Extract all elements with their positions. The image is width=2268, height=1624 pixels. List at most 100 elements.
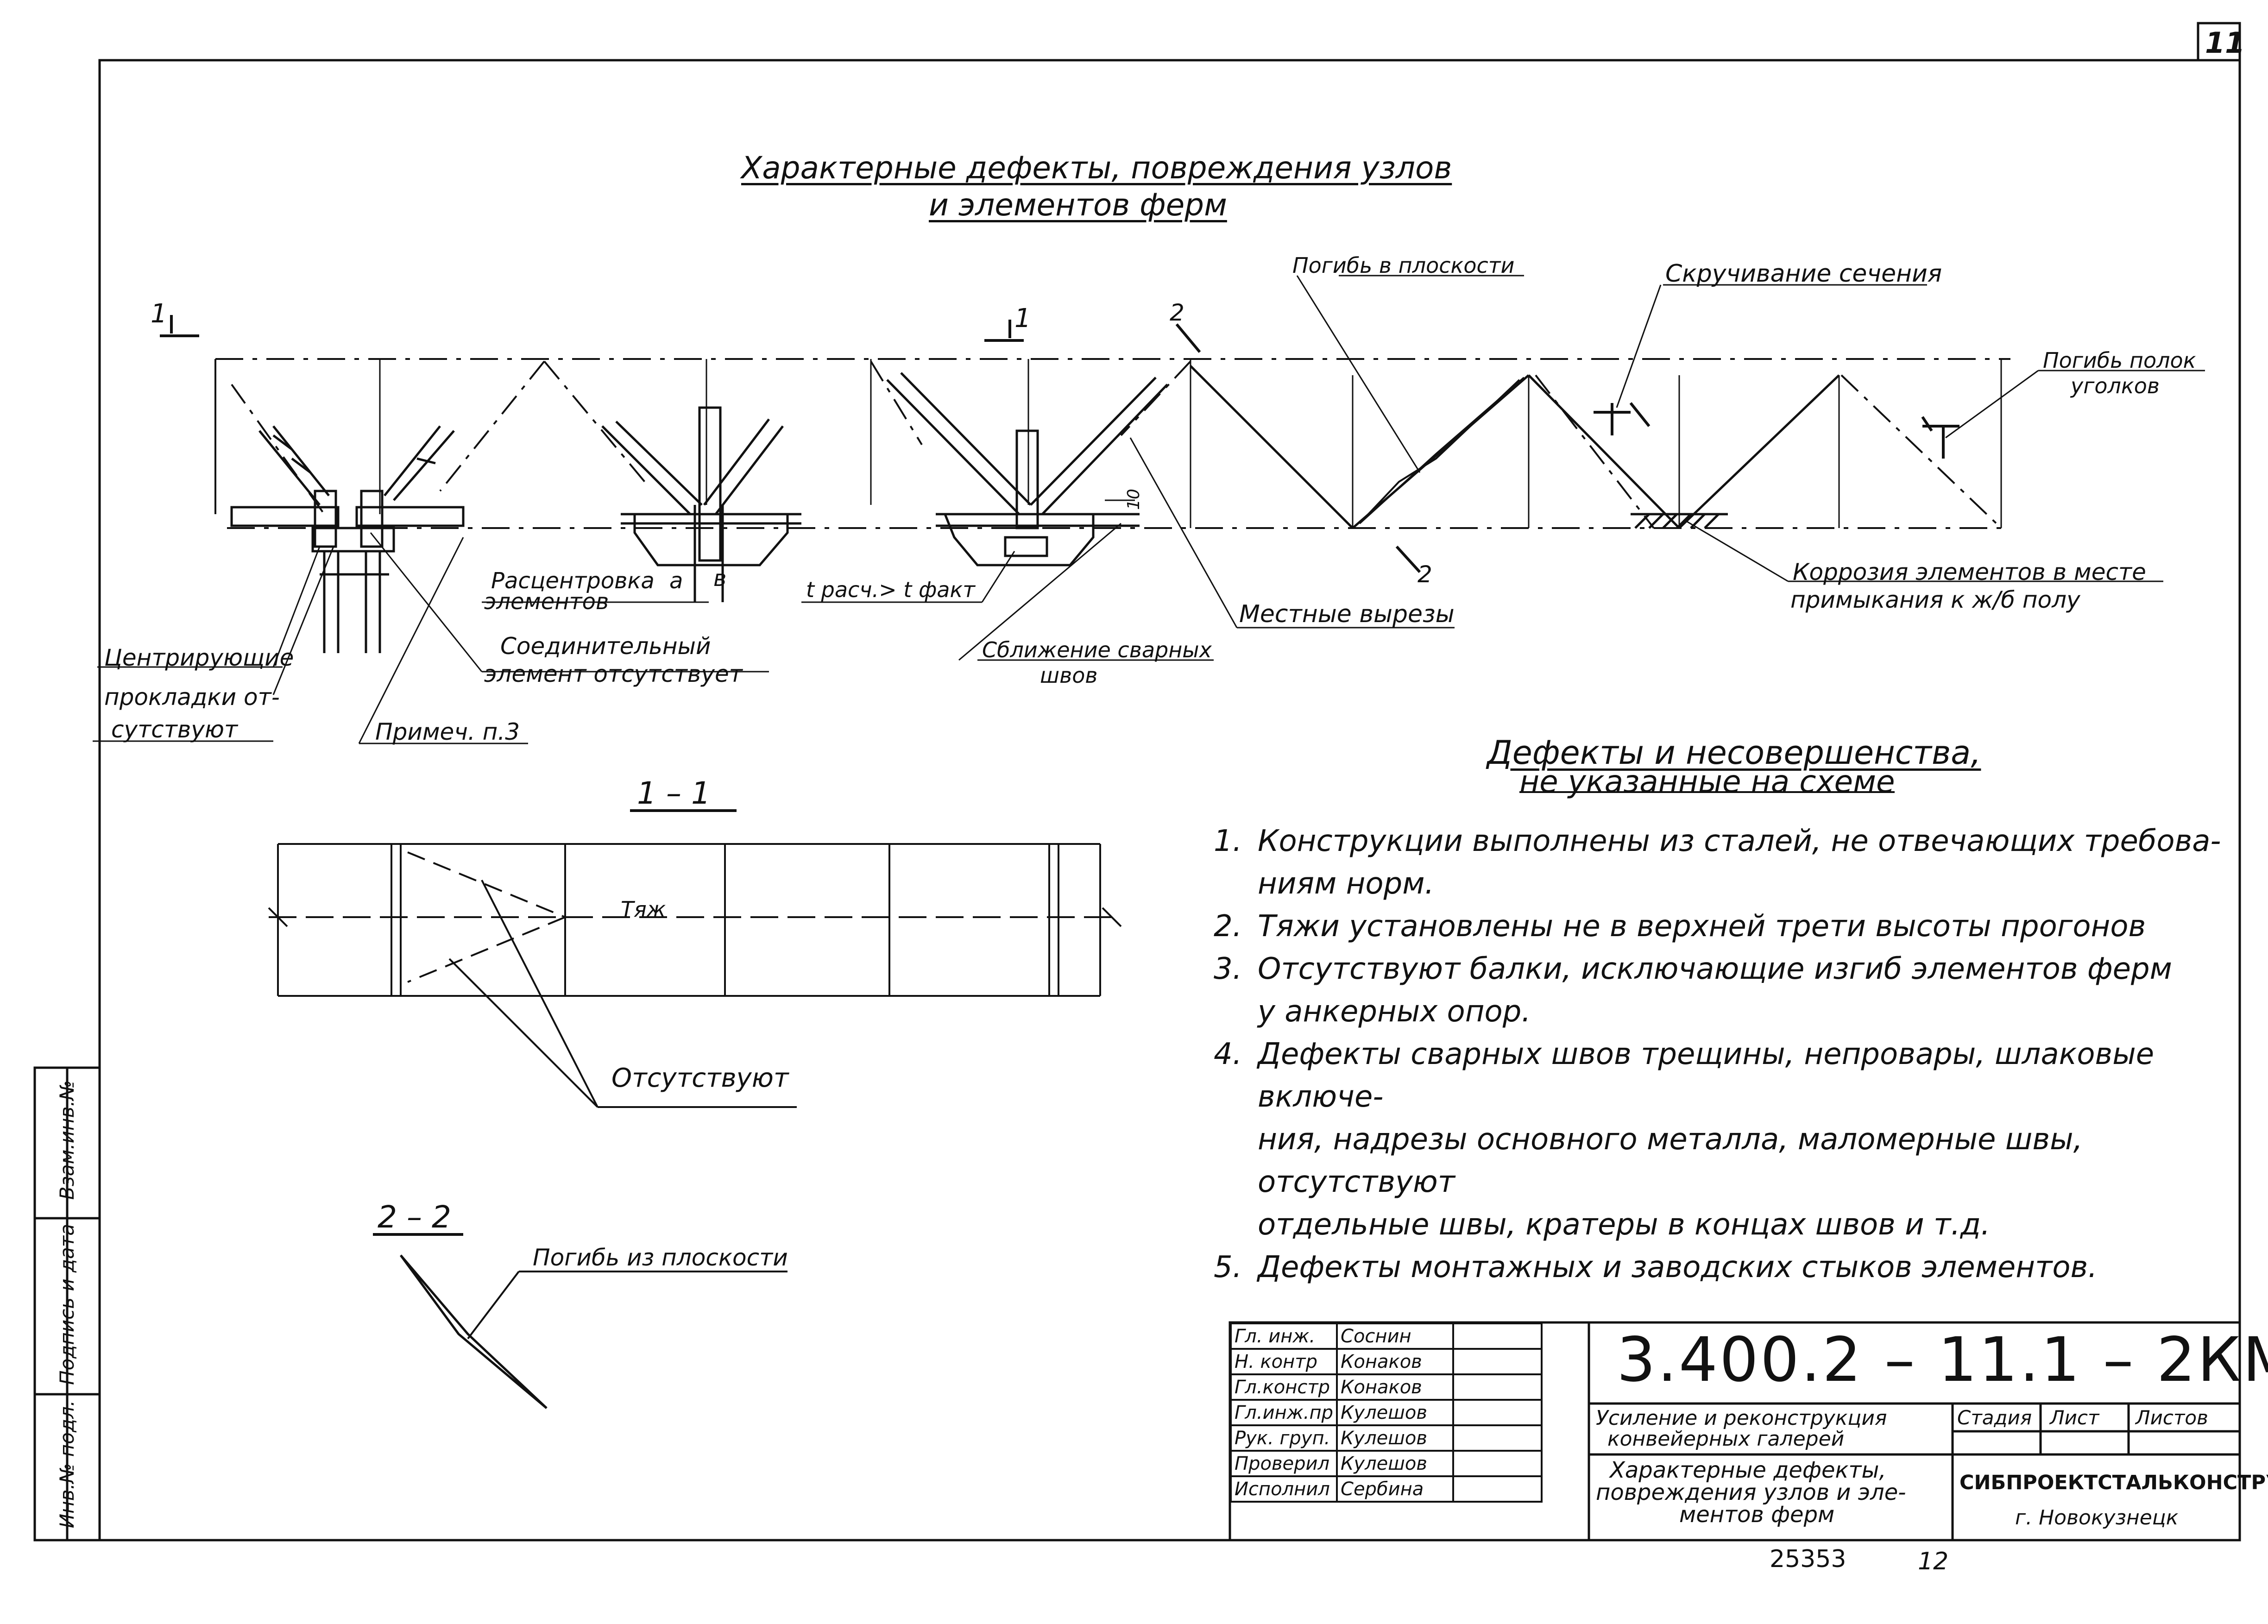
project-title-2: конвейерных галерей: [1607, 1427, 1845, 1451]
project-title-1: Усиление и реконструкция: [1596, 1406, 1887, 1430]
list-item: 4. Дефекты сварных швов трещины, непрова…: [1214, 1033, 2224, 1246]
callout-centering-pads-3: сутствуют: [111, 716, 238, 743]
callout-corrosion-2: примыкания к ж/б полу: [1790, 586, 2080, 613]
staff-signature: [1452, 1399, 1543, 1426]
staff-role: Исполнил: [1229, 1475, 1338, 1503]
document-code: 3.400.2 – 11.1 – 2КМ: [1617, 1324, 2268, 1396]
list-item-text: Дефекты монтажных и заводских стыков эле…: [1258, 1250, 2098, 1284]
staff-role: Гл.инж.пр: [1229, 1399, 1338, 1426]
section-1-1-rod-label: Тяж: [621, 897, 666, 922]
list-item-number: 1.: [1214, 824, 1242, 858]
staff-signature: [1452, 1424, 1543, 1452]
staff-signature: [1452, 1373, 1543, 1401]
staff-signature: [1452, 1322, 1543, 1350]
section-1-1-missing-label: Отсутствуют: [611, 1063, 789, 1093]
staff-name: Конаков: [1336, 1373, 1455, 1401]
callout-note-ref: Примеч. п.3: [375, 718, 520, 745]
defects-list: 1. Конструкции выполнены из сталей, не о…: [1214, 820, 2224, 1289]
callout-centering-pads-2: прокладки от-: [104, 684, 280, 711]
list-item-text: Дефекты сварных швов трещины, непровары,…: [1258, 1037, 2155, 1114]
section-mark-2-bottom: 2: [1418, 561, 1432, 588]
callout-weld-closeness-1: Сближение сварных: [982, 637, 1212, 662]
staff-signature: [1452, 1348, 1543, 1375]
list-item: 3. Отсутствуют балки, исключающие изгиб …: [1214, 948, 2224, 1033]
list-item: 5. Дефекты монтажных и заводских стыков …: [1214, 1246, 2224, 1289]
staff-name: Кулешов: [1336, 1399, 1455, 1426]
callout-misalign-2: элементов: [484, 589, 609, 615]
format-number: 12: [1918, 1548, 1949, 1575]
organization-name: СИБПРОЕКТСТАЛЬКОНСТРУКЦИЯ: [1959, 1471, 2268, 1494]
staff-signature: [1452, 1450, 1543, 1477]
sheet-number: 11: [2205, 26, 2245, 60]
staff-name: Конаков: [1336, 1348, 1455, 1375]
list-item-text: ния, надрезы основного металла, маломерн…: [1258, 1122, 2083, 1199]
staff-role: Рук. груп.: [1229, 1424, 1338, 1452]
callout-missing-connector-2: элемент отсутствует: [484, 661, 743, 687]
staff-role: Гл. инж.: [1229, 1322, 1338, 1350]
drawing-title-3: ментов ферм: [1679, 1502, 1835, 1528]
list-item: 2. Тяжи установлены не в верхней трети в…: [1214, 905, 2224, 948]
list-item-number: 5.: [1214, 1250, 1242, 1284]
page-title-line2: и элементов ферм: [929, 187, 1227, 223]
inventory-number: 25353: [1770, 1545, 1846, 1573]
sheets-label: Листов: [2136, 1406, 2208, 1429]
organization-city: г. Новокузнецк: [2015, 1506, 2179, 1530]
list-item-text: у анкерных опор.: [1258, 995, 1531, 1029]
defects-heading-2: не указанные на схеме: [1519, 764, 1895, 799]
callout-misalign-1: Расцентровка: [491, 568, 655, 594]
list-item-text: Тяжи установлены не в верхней трети высо…: [1258, 909, 2146, 944]
stage-label: Стадия: [1957, 1406, 2032, 1429]
callout-section-twist: Скручивание сечения: [1665, 260, 1942, 288]
callout-corrosion-1: Коррозия элементов в месте: [1793, 559, 2146, 585]
callout-t-relation: t расч.> t факт: [806, 577, 976, 602]
callout-misalign-a: а: [669, 568, 683, 594]
callout-flange-bend-2: уголков: [2071, 373, 2160, 398]
drawing-title-1: Характерные дефекты,: [1610, 1457, 1886, 1483]
sheet-label: Лист: [2050, 1406, 2099, 1429]
table-row: Рук. груп.Кулешов: [1229, 1424, 1543, 1452]
staff-name: Сербина: [1336, 1475, 1455, 1503]
title-block-frame: [1228, 1321, 2241, 1542]
callout-dim-10: 10: [1124, 489, 1143, 510]
sheet-number-box: [2197, 22, 2241, 62]
list-item-text: Конструкции выполнены из сталей, не отве…: [1258, 824, 2221, 858]
section-mark-2-top: 2: [1170, 299, 1184, 326]
table-row: Гл. инж.Соснин: [1229, 1322, 1543, 1350]
drawing-title-2: повреждения узлов и эле-: [1596, 1479, 1906, 1505]
staff-name: Кулешов: [1336, 1450, 1455, 1477]
section-mark-1-left: 1: [151, 299, 167, 329]
callout-local-cutouts: Местные вырезы: [1239, 600, 1455, 628]
staff-role: Проверил: [1229, 1450, 1338, 1477]
list-item-number: 4.: [1214, 1037, 1242, 1071]
margin-label-sign: Подпись и дата: [56, 1224, 78, 1385]
margin-label-replace: Взам.инв.№: [56, 1080, 78, 1200]
section-1-1-graphic: [268, 809, 1122, 1108]
staff-name: Кулешов: [1336, 1424, 1455, 1452]
page-title-line1: Характерные дефекты, повреждения узлов: [741, 150, 1452, 186]
list-item-text: ниям норм.: [1258, 867, 1434, 901]
list-item-number: 2.: [1214, 909, 1242, 944]
callout-weld-closeness-2: швов: [1040, 663, 1098, 688]
section-mark-1-right: 1: [1014, 303, 1031, 334]
drawing-frame: [98, 59, 2241, 1542]
callout-missing-connector-1: Соединительный: [500, 633, 711, 660]
section-1-1-title: 1 – 1: [637, 775, 711, 811]
list-item-text: отдельные швы, кратеры в концах швов и т…: [1258, 1208, 1991, 1242]
staff-signature: [1452, 1475, 1543, 1503]
section-2-2-title: 2 – 2: [378, 1199, 451, 1235]
staff-role: Н. контр: [1229, 1348, 1338, 1375]
staff-name: Соснин: [1336, 1322, 1455, 1350]
truss-elevation: [93, 275, 2205, 744]
section-2-2-graphic: [373, 1233, 788, 1409]
callout-flange-bend-1: Погибь полок: [2043, 348, 2196, 373]
staff-role: Гл.констр: [1229, 1373, 1338, 1401]
section-2-2-label: Погибь из плоскости: [533, 1244, 788, 1271]
callout-bend-in-plane: Погибь в плоскости: [1292, 253, 1515, 278]
list-item: 1. Конструкции выполнены из сталей, не о…: [1214, 820, 2224, 905]
